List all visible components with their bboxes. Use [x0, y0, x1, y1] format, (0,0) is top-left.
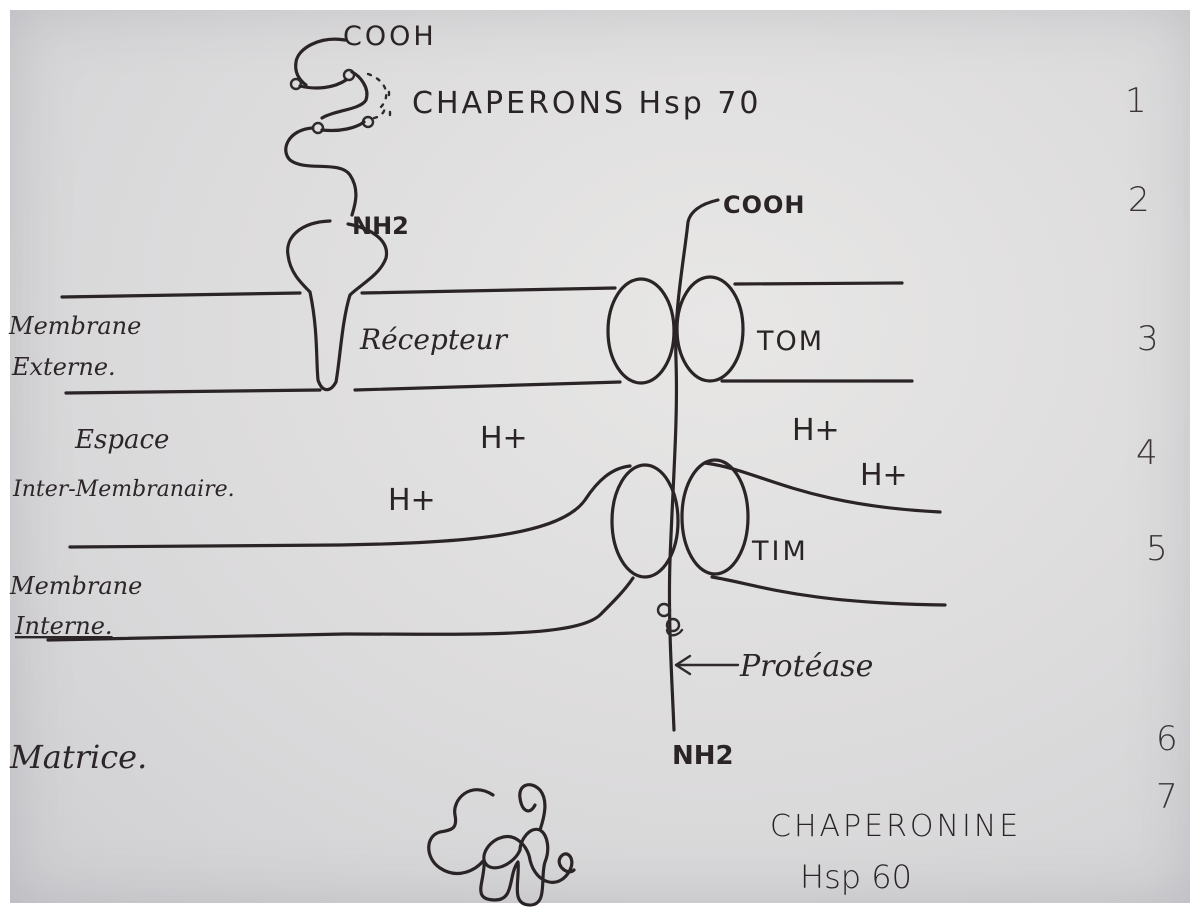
step-number-6: 6	[1156, 719, 1178, 759]
tim-left-lobe	[612, 465, 678, 577]
tim-label: TIM	[751, 536, 809, 567]
espace-line1: Espace	[74, 425, 169, 455]
h-plus-label-2: H+	[792, 413, 840, 448]
outer-membrane-top-left	[62, 288, 615, 297]
cooh-top-label: COOH	[343, 21, 437, 52]
tom-right-lobe	[677, 277, 743, 381]
outer-membrane-top-right	[735, 283, 902, 284]
chaperonine-line2: Hsp 60	[800, 858, 912, 896]
hsp70-dotted-outline-2	[374, 108, 384, 118]
inner-membrane-bottom-right	[712, 577, 945, 605]
tom-label: TOM	[756, 326, 824, 357]
outer-membrane-bottom-left	[66, 382, 620, 393]
receptor-shape	[288, 221, 387, 390]
protease-label: Protéase	[739, 649, 873, 684]
membrane-interne-line2: Interne.	[14, 612, 113, 640]
precursor-protein	[286, 39, 390, 215]
step-number-5: 5	[1146, 529, 1168, 569]
step-number-3: 3	[1137, 319, 1159, 359]
step-number-7: 7	[1156, 777, 1178, 817]
espace-line2: Inter-Membranaire.	[12, 477, 235, 502]
hsp70-dotted-outline-1	[368, 74, 386, 108]
precursor-chain-bottom	[286, 128, 356, 215]
tim-right-lobe	[682, 460, 748, 574]
chaperons-label: CHAPERONS Hsp 70	[412, 86, 762, 121]
h-plus-label-4: H+	[388, 483, 436, 518]
matrice-label: Matrice.	[9, 738, 147, 776]
cooh-right-label: COOH	[723, 191, 806, 219]
colon-mark	[389, 92, 390, 115]
precursor-chain-loop-3	[322, 122, 364, 131]
precursor-chain-top	[296, 39, 345, 85]
h-plus-label-1: H+	[480, 421, 528, 456]
nh2-bottom-label: NH2	[672, 741, 734, 771]
chaperonine-line1: CHAPERONINE	[770, 809, 1021, 844]
step-number-1: 1	[1125, 81, 1147, 121]
membrane-externe-line2: Externe.	[11, 353, 116, 381]
nh2-top-label: NH2	[352, 212, 409, 240]
recepteur-label: Récepteur	[359, 323, 509, 356]
folded-protein-scribble	[429, 785, 574, 905]
step-numbers: 1 2 3 4 5 6 7	[1125, 81, 1178, 817]
tom-left-lobe	[608, 279, 674, 383]
membrane-externe-line1: Membrane	[8, 312, 141, 340]
tim-complex	[612, 460, 748, 577]
h-plus-label-3: H+	[860, 458, 908, 493]
step-number-2: 2	[1128, 180, 1150, 220]
membrane-interne-line1: Membrane	[9, 572, 142, 600]
step-number-4: 4	[1136, 433, 1158, 473]
